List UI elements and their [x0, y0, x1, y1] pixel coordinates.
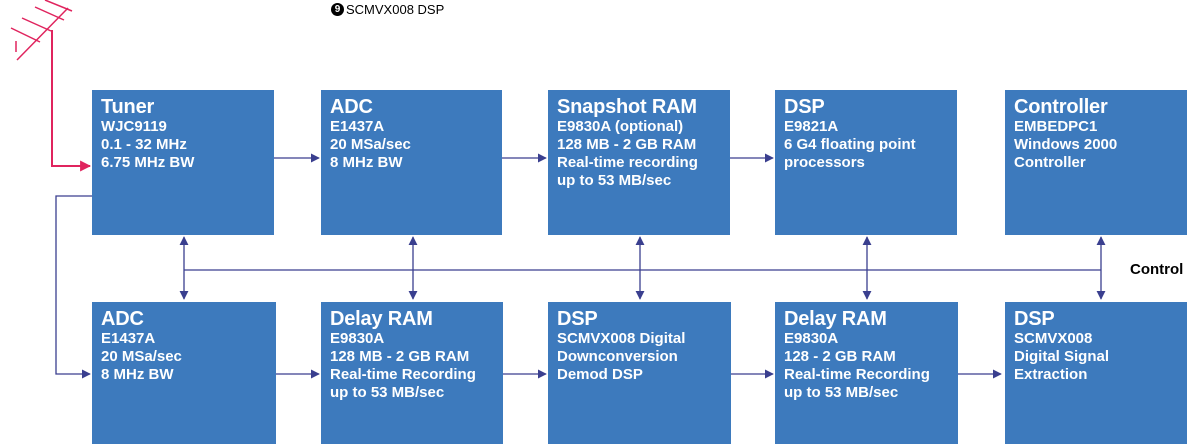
adc-top-block: ADC E1437A 20 MSa/sec 8 MHz BW	[321, 90, 502, 235]
block-line: processors	[784, 154, 865, 171]
block-line: up to 53 MB/sec	[557, 172, 672, 189]
block-line: 128 - 2 GB RAM	[784, 348, 896, 365]
block-line: Demod DSP	[557, 366, 643, 383]
block-line: 20 MSa/sec	[330, 136, 411, 153]
caption-text: SCMVX008 DSP	[346, 2, 445, 17]
block-line: 128 MB - 2 GB RAM	[557, 136, 697, 153]
block-line: SCMVX008 Digital	[557, 330, 686, 347]
dsp-downconversion-block: DSP SCMVX008 Digital Downconversion Demo…	[548, 302, 731, 444]
block-line: 8 MHz BW	[101, 366, 174, 383]
block-title: ADC	[330, 96, 373, 118]
block-line: 20 MSa/sec	[101, 348, 182, 365]
block-line: Downconversion	[557, 348, 678, 365]
block-title: ADC	[101, 308, 144, 330]
dsp-extraction-block: DSP SCMVX008 Digital Signal Extraction	[1005, 302, 1187, 444]
block-title: Delay RAM	[330, 308, 433, 330]
figure-caption: 9 SCMVX008 DSP	[331, 2, 444, 17]
controller-block: Controller EMBEDPC1 Windows 2000 Control…	[1005, 90, 1187, 235]
block-line: E9830A	[784, 330, 839, 347]
block-line: E9830A	[330, 330, 385, 347]
block-line: E1437A	[101, 330, 156, 347]
block-line: E9821A	[784, 118, 839, 135]
block-line: 6.75 MHz BW	[101, 154, 195, 171]
delay-ram-block-2: Delay RAM E9830A 128 - 2 GB RAM Real-tim…	[775, 302, 958, 444]
block-line: SCMVX008	[1014, 330, 1093, 347]
dsp-top-block: DSP E9821A 6 G4 floating point processor…	[775, 90, 957, 235]
control-bus-label: Control	[1130, 261, 1184, 278]
arrow-tuner-to-bottom-adc	[55, 195, 92, 379]
block-line: Real-time Recording	[330, 366, 476, 383]
antenna-feed-line	[51, 30, 92, 172]
block-title: DSP	[784, 96, 825, 118]
block-line: Extraction	[1014, 366, 1088, 383]
block-title: Snapshot RAM	[557, 96, 697, 118]
block-title: Tuner	[101, 96, 155, 118]
block-line: Windows 2000	[1014, 136, 1118, 153]
adc-bottom-block: ADC E1437A 20 MSa/sec 8 MHz BW	[92, 302, 276, 444]
block-line: WJC9119	[101, 118, 167, 135]
block-title: DSP	[557, 308, 598, 330]
block-line: 8 MHz BW	[330, 154, 403, 171]
block-line: Real-time Recording	[784, 366, 930, 383]
tuner-block: Tuner WJC9119 0.1 - 32 MHz 6.75 MHz BW	[92, 90, 274, 235]
snapshot-ram-block: Snapshot RAM E9830A (optional) 128 MB - …	[548, 90, 730, 235]
block-line: 6 G4 floating point	[784, 136, 916, 153]
block-line: Controller	[1014, 154, 1086, 171]
caption-number-badge: 9	[331, 3, 344, 16]
delay-ram-block-1: Delay RAM E9830A 128 MB - 2 GB RAM Real-…	[321, 302, 503, 444]
block-line: EMBEDPC1	[1014, 118, 1098, 135]
block-title: DSP	[1014, 308, 1055, 330]
block-line: 128 MB - 2 GB RAM	[330, 348, 470, 365]
block-line: Real-time recording	[557, 154, 698, 171]
block-title: Controller	[1014, 96, 1108, 118]
block-line: E1437A	[330, 118, 385, 135]
block-line: Digital Signal	[1014, 348, 1110, 365]
block-line: up to 53 MB/sec	[330, 384, 445, 401]
block-line: up to 53 MB/sec	[784, 384, 899, 401]
block-title: Delay RAM	[784, 308, 887, 330]
antenna-icon	[10, 0, 73, 61]
block-line: 0.1 - 32 MHz	[101, 136, 187, 153]
block-line: E9830A (optional)	[557, 118, 684, 135]
